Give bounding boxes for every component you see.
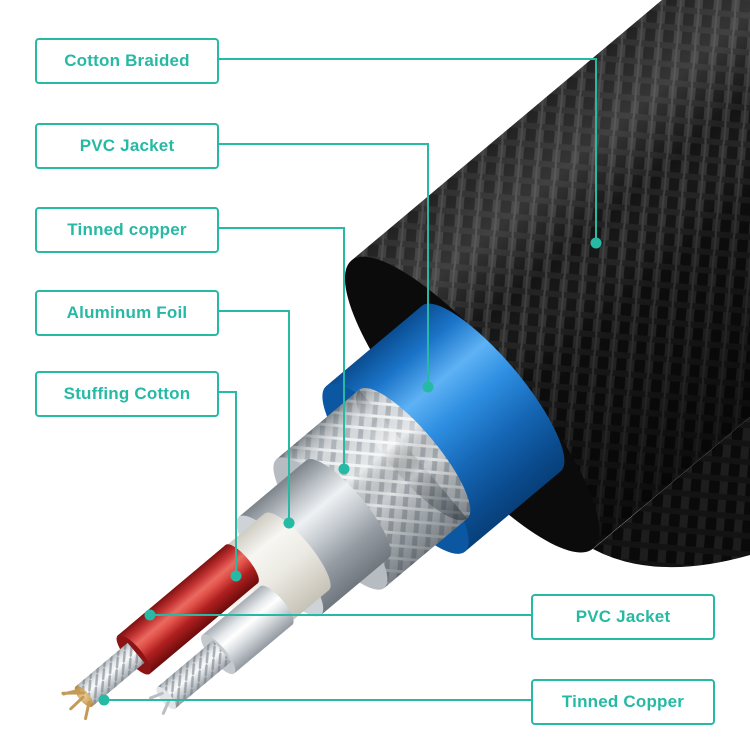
label-cotton-braided-text: Cotton Braided <box>64 51 190 70</box>
cotton-braid-shading <box>351 0 750 549</box>
red-wire-jacket <box>117 544 258 674</box>
dot-aluminum-foil <box>283 517 295 529</box>
label-tinned-copper-shield-text: Tinned copper <box>67 220 187 239</box>
leader-lines <box>98 58 602 706</box>
dot-pvc-jacket-inner <box>144 609 156 621</box>
label-stuffing-cotton: Stuffing Cotton <box>35 371 219 417</box>
stuffing-body <box>209 513 329 637</box>
white-wire-fray <box>148 691 171 715</box>
inner-wire-red <box>61 544 259 721</box>
label-pvc-jacket-outer: PVC Jacket <box>35 123 219 169</box>
white-wire-strand-twist <box>157 640 232 709</box>
dot-cotton-braided <box>590 237 602 249</box>
red-wire-strand-twist <box>75 642 145 707</box>
label-stuffing-cotton-text: Stuffing Cotton <box>63 384 191 403</box>
dot-stuffing-cotton <box>230 570 242 582</box>
braid-curve-patch <box>593 417 750 568</box>
shield-shading <box>276 389 468 588</box>
dot-pvc-jacket-outer <box>422 381 434 393</box>
leader-cotton-braided <box>215 58 597 243</box>
label-tinned-copper-conductor-text: Tinned Copper <box>561 692 685 711</box>
label-cotton-braided: Cotton Braided <box>35 38 219 84</box>
label-pvc-jacket-inner-text: PVC Jacket <box>575 607 671 626</box>
label-pvc-jacket-inner: PVC Jacket <box>531 594 715 640</box>
leader-aluminum-foil <box>215 310 290 523</box>
dot-tinned-copper-conductor <box>98 694 110 706</box>
label-tinned-copper-conductor: Tinned Copper <box>531 679 715 725</box>
foil-body <box>238 460 389 616</box>
leader-stuffing-cotton <box>215 391 237 576</box>
copper-fray-strands <box>61 688 91 721</box>
leader-pvc-jacket-outer <box>215 143 429 387</box>
braid-curve-shading <box>593 417 750 568</box>
label-pvc-jacket-outer-text: PVC Jacket <box>79 136 175 155</box>
cotton-braid-curve <box>593 417 750 568</box>
label-tinned-copper-shield: Tinned copper <box>35 207 219 253</box>
label-aluminum-foil: Aluminum Foil <box>35 290 219 336</box>
dot-tinned-copper-shield <box>338 463 350 475</box>
label-aluminum-foil-text: Aluminum Foil <box>66 303 188 322</box>
pvc-jacket-body <box>326 305 561 552</box>
leader-tinned-copper-shield <box>215 227 345 469</box>
